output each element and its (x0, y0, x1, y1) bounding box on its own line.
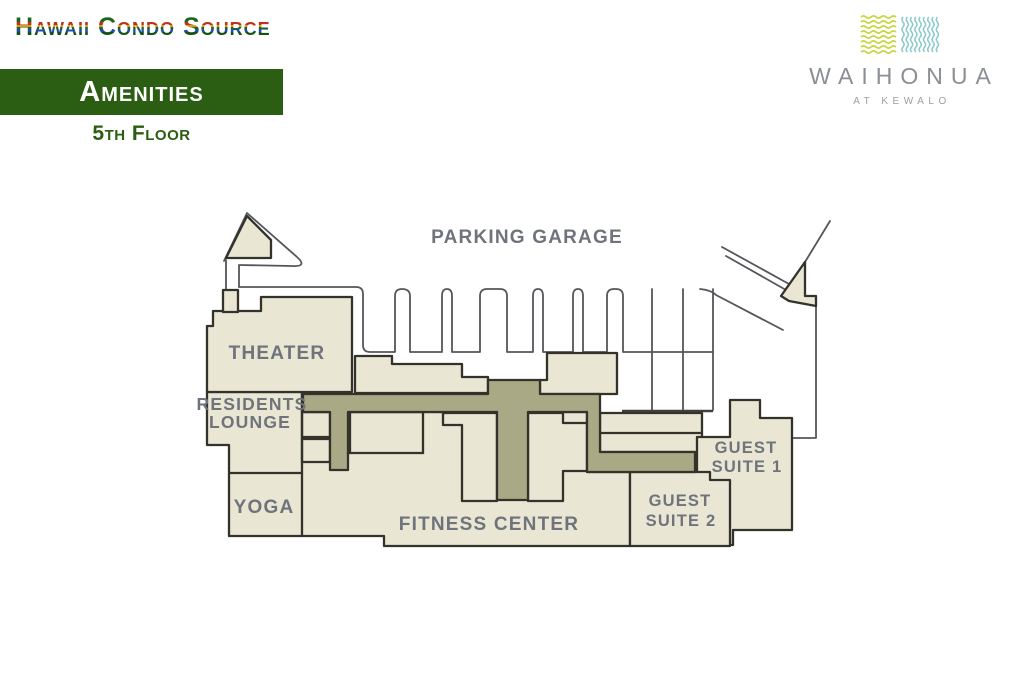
room-upper-right-block (538, 351, 619, 396)
garage-ramp-lines (721, 220, 831, 291)
label-guest-suite-1-line1: GUEST (715, 439, 778, 457)
label-residents-line2: LOUNGE (209, 412, 291, 432)
garage-flag-triangle (224, 214, 273, 260)
garage-ramp-triangle (779, 260, 818, 308)
corridor-layer (301, 378, 697, 502)
corridor (301, 378, 697, 502)
label-residents-line1: RESIDENTS (197, 394, 308, 414)
label-theater: THEATER (229, 343, 326, 364)
section-banner: Amenities (0, 69, 283, 115)
garage-flag-outline (223, 212, 303, 267)
label-guest-suite-2-line1: GUEST (649, 492, 712, 510)
label-guest-suite-1-line2: SUITE 1 (712, 458, 783, 476)
room-guest-suite-2 (628, 470, 732, 548)
room-small-square (221, 288, 240, 314)
brand-tagline: AT KEWALO (853, 96, 951, 107)
label-parking-garage: PARKING GARAGE (431, 227, 623, 248)
label-guest-suite-2-line2: SUITE 2 (646, 512, 717, 530)
label-yoga: YOGA (234, 497, 295, 518)
garage-ramp-edge (699, 288, 784, 331)
plan-labels: PARKING GARAGE THEATER RESIDENTS LOUNGE … (197, 227, 783, 535)
label-fitness-center: FITNESS CENTER (399, 514, 579, 535)
brand-block[interactable]: WAIHONUA AT KEWALO (780, 13, 1020, 107)
site-logo[interactable]: Hawaii Condo Source (15, 13, 271, 41)
parking-garage-outline (223, 212, 831, 439)
garage-right-boundary (791, 305, 817, 439)
garage-left-passage (225, 259, 240, 291)
garage-grid-lines (651, 288, 714, 411)
floor-label: 5th Floor (92, 122, 191, 145)
section-banner-label: Amenities (79, 75, 204, 108)
garage-stall-comb (238, 286, 714, 353)
brand-name: WAIHONUA (809, 63, 999, 89)
room-theater (205, 295, 354, 394)
room-upper-left-block (353, 354, 490, 395)
